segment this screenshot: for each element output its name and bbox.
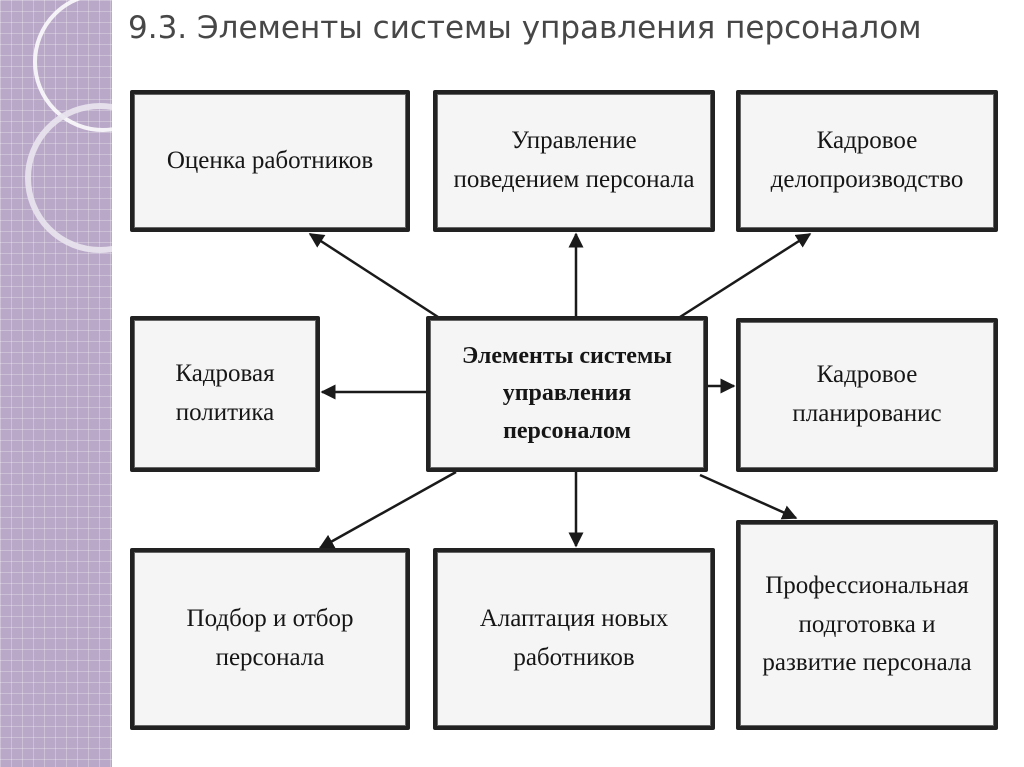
arrow-to-top-left xyxy=(308,232,439,319)
decorative-circles xyxy=(25,0,112,253)
decorative-side-strip xyxy=(0,0,112,767)
slide-title: 9.3. Элементы системы управления персона… xyxy=(128,10,922,46)
diagram-connectors xyxy=(308,232,812,550)
edge-layer xyxy=(308,232,812,550)
diagram: Оценка работников Управление поведением … xyxy=(120,80,1010,740)
node-center-hr-system: Элементы системы управления персоналом xyxy=(426,316,708,472)
node-professional-development: Профессиональная подготовка и развитие п… xyxy=(736,520,998,730)
node-hr-planning: Кадровое планированис xyxy=(736,318,998,472)
node-employee-evaluation: Оценка работников xyxy=(130,90,410,232)
node-hr-policy: Кадровая политика xyxy=(130,316,320,472)
arrow-to-bottom-right xyxy=(699,473,798,520)
node-staff-behavior-management: Управление поведением персонала xyxy=(433,90,715,232)
node-staff-selection: Подбор и отбор персонала xyxy=(130,548,410,730)
arrow-to-bottom-left xyxy=(318,470,457,550)
node-hr-records: Кадровое делопроизводство xyxy=(736,90,998,232)
node-new-employee-adaptation: Алаптация новых работников xyxy=(433,548,715,730)
arrow-to-top-right xyxy=(679,232,812,319)
